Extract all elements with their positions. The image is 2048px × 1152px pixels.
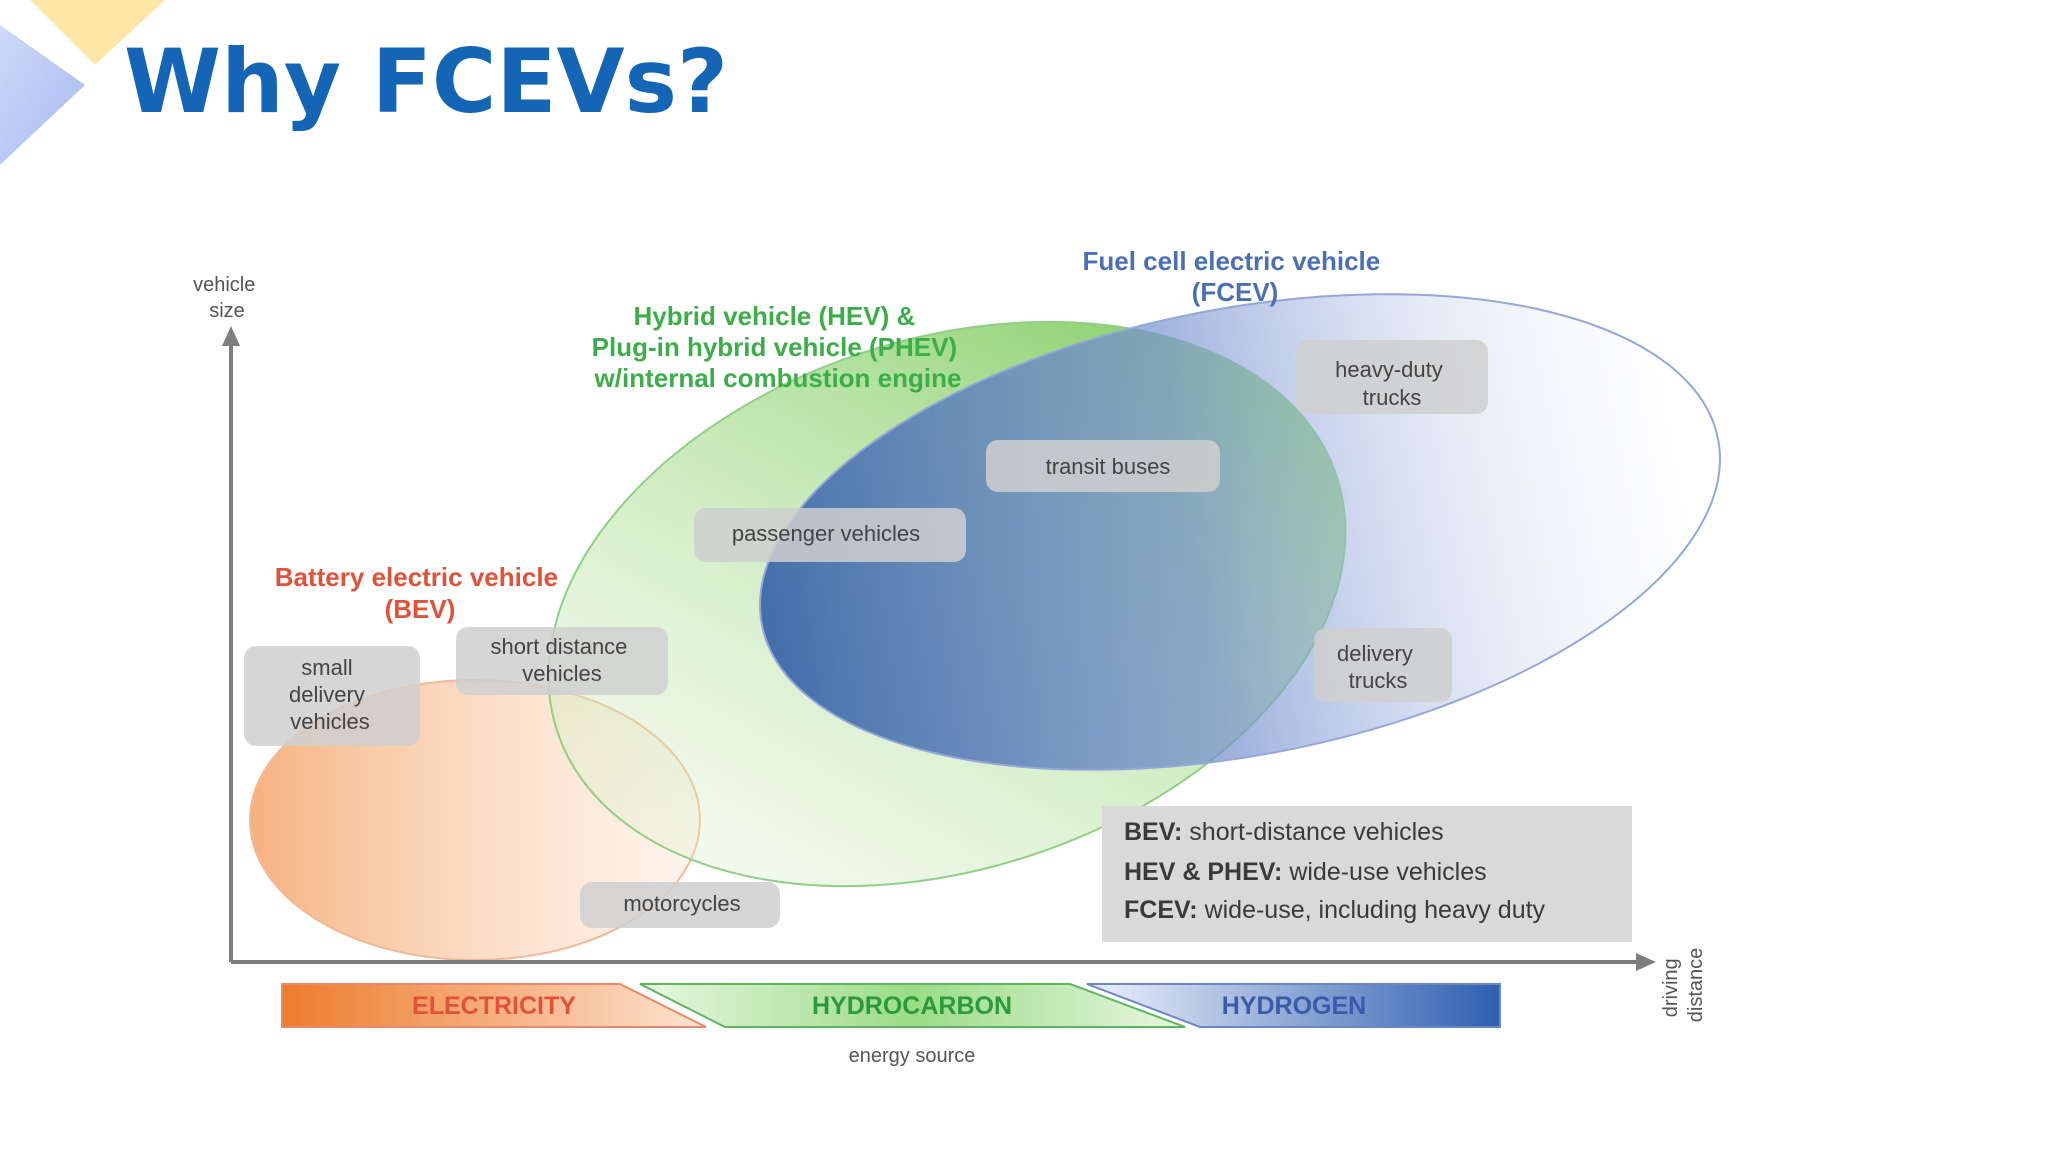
box-heavy-duty-trucks: heavy-duty trucks: [1296, 340, 1488, 414]
energy-source-label: energy source: [849, 1045, 976, 1067]
box-text-line: vehicles: [290, 709, 369, 734]
bev-title: Battery electric vehicle (BEV): [275, 562, 566, 624]
summary-box: BEV: short-distance vehicles HEV & PHEV:…: [1102, 806, 1632, 942]
energy-band-hydrogen: HYDROGEN: [1086, 983, 1501, 1028]
y-axis-label-line: size: [209, 300, 245, 322]
bev-title-line: Battery electric vehicle: [275, 562, 558, 592]
summary-text: short-distance vehicles: [1182, 818, 1443, 846]
box-transit-buses: transit buses: [986, 440, 1220, 492]
summary-key: FCEV:: [1124, 896, 1198, 924]
box-text-line: trucks: [1363, 385, 1422, 410]
summary-line-fcev: FCEV: wide-use, including heavy duty: [1124, 896, 1546, 924]
svg-text:small delivery veh: small delivery vehicles: [289, 655, 371, 734]
energy-band-electricity: ELECTRICITY: [281, 983, 707, 1028]
energy-band-label: HYDROCARBON: [812, 992, 1012, 1020]
box-text-line: passenger vehicles: [732, 521, 920, 546]
box-motorcycles: motorcycles: [580, 882, 780, 928]
hev-title: Hybrid vehicle (HEV) & Plug-in hybrid ve…: [592, 301, 965, 393]
hev-title-line: w/internal combustion engine: [594, 363, 962, 393]
slide-title: Why FCEVs?: [124, 30, 729, 133]
x-axis-arrow: [1636, 953, 1656, 971]
svg-text:delivery trucks: delivery trucks: [1337, 641, 1419, 693]
energy-band-label: ELECTRICITY: [412, 992, 576, 1020]
energy-band-hydrocarbon: HYDROCARBON: [639, 983, 1186, 1028]
y-axis-arrow: [222, 326, 240, 346]
x-axis-label-line: distance: [1685, 948, 1707, 1023]
summary-text: wide-use, including heavy duty: [1198, 896, 1546, 924]
summary-key: BEV:: [1124, 818, 1182, 846]
y-axis-label: vehicle size: [193, 274, 261, 322]
energy-band-label: HYDROGEN: [1222, 992, 1366, 1020]
box-text-line: transit buses: [1046, 454, 1171, 479]
box-short-distance-vehicles: short distance vehicles: [456, 627, 668, 695]
svg-text:heavy-duty trucks: heavy-duty trucks: [1335, 357, 1449, 410]
box-delivery-trucks: delivery trucks: [1314, 628, 1452, 702]
hev-title-line: Plug-in hybrid vehicle (PHEV): [592, 332, 958, 362]
fcev-title: Fuel cell electric vehicle (FCEV): [1083, 246, 1388, 307]
y-axis-label-line: vehicle: [193, 274, 255, 296]
box-text-line: vehicles: [522, 661, 601, 686]
box-text-line: short distance: [490, 634, 627, 659]
box-text-line: delivery: [289, 682, 365, 707]
box-text-line: heavy-duty: [1335, 357, 1443, 382]
fcev-title-line: (FCEV): [1192, 277, 1279, 307]
hev-title-line: Hybrid vehicle (HEV) &: [634, 301, 916, 331]
summary-line-bev: BEV: short-distance vehicles: [1124, 818, 1444, 846]
summary-text: wide-use vehicles: [1282, 858, 1486, 886]
box-text-line: motorcycles: [623, 891, 740, 916]
box-small-delivery-vehicles: small delivery vehicles: [244, 646, 420, 746]
box-text-line: small: [301, 655, 352, 680]
box-passenger-vehicles: passenger vehicles: [694, 508, 966, 562]
summary-line-hev: HEV & PHEV: wide-use vehicles: [1124, 858, 1487, 886]
summary-key: HEV & PHEV:: [1124, 858, 1282, 886]
box-text-line: trucks: [1349, 668, 1408, 693]
corner-decoration-blue: [0, 25, 85, 165]
box-text-line: delivery: [1337, 641, 1413, 666]
x-axis-label-line: driving: [1660, 958, 1682, 1017]
bev-title-line: (BEV): [385, 594, 456, 624]
corner-decoration-yellow: [30, 0, 165, 65]
x-axis-label: driving distance: [1660, 948, 1707, 1023]
svg-text:short distance vehicles: short distance vehicles: [490, 634, 633, 686]
fcev-title-line: Fuel cell electric vehicle: [1083, 246, 1381, 276]
